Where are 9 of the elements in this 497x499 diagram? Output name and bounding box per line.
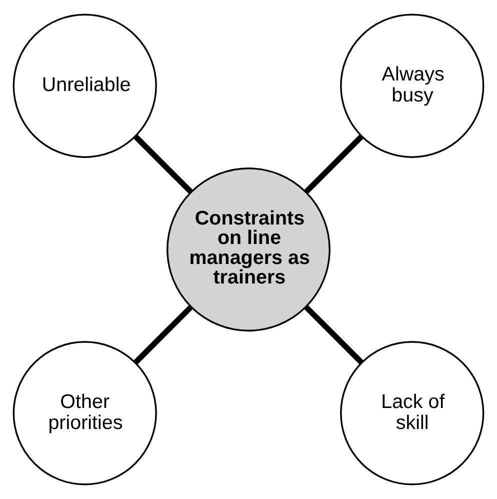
node-circle: Constraints on line managers as trainers (166, 168, 330, 332)
connector (304, 305, 364, 364)
node-circle: Unreliable (12, 14, 157, 158)
connector (304, 134, 364, 194)
connector (134, 134, 193, 194)
node-circle: Lack of skill (340, 341, 484, 486)
node-circle: Always busy (340, 14, 484, 158)
node-circle: Other priorities (12, 341, 157, 486)
connector (134, 305, 193, 364)
